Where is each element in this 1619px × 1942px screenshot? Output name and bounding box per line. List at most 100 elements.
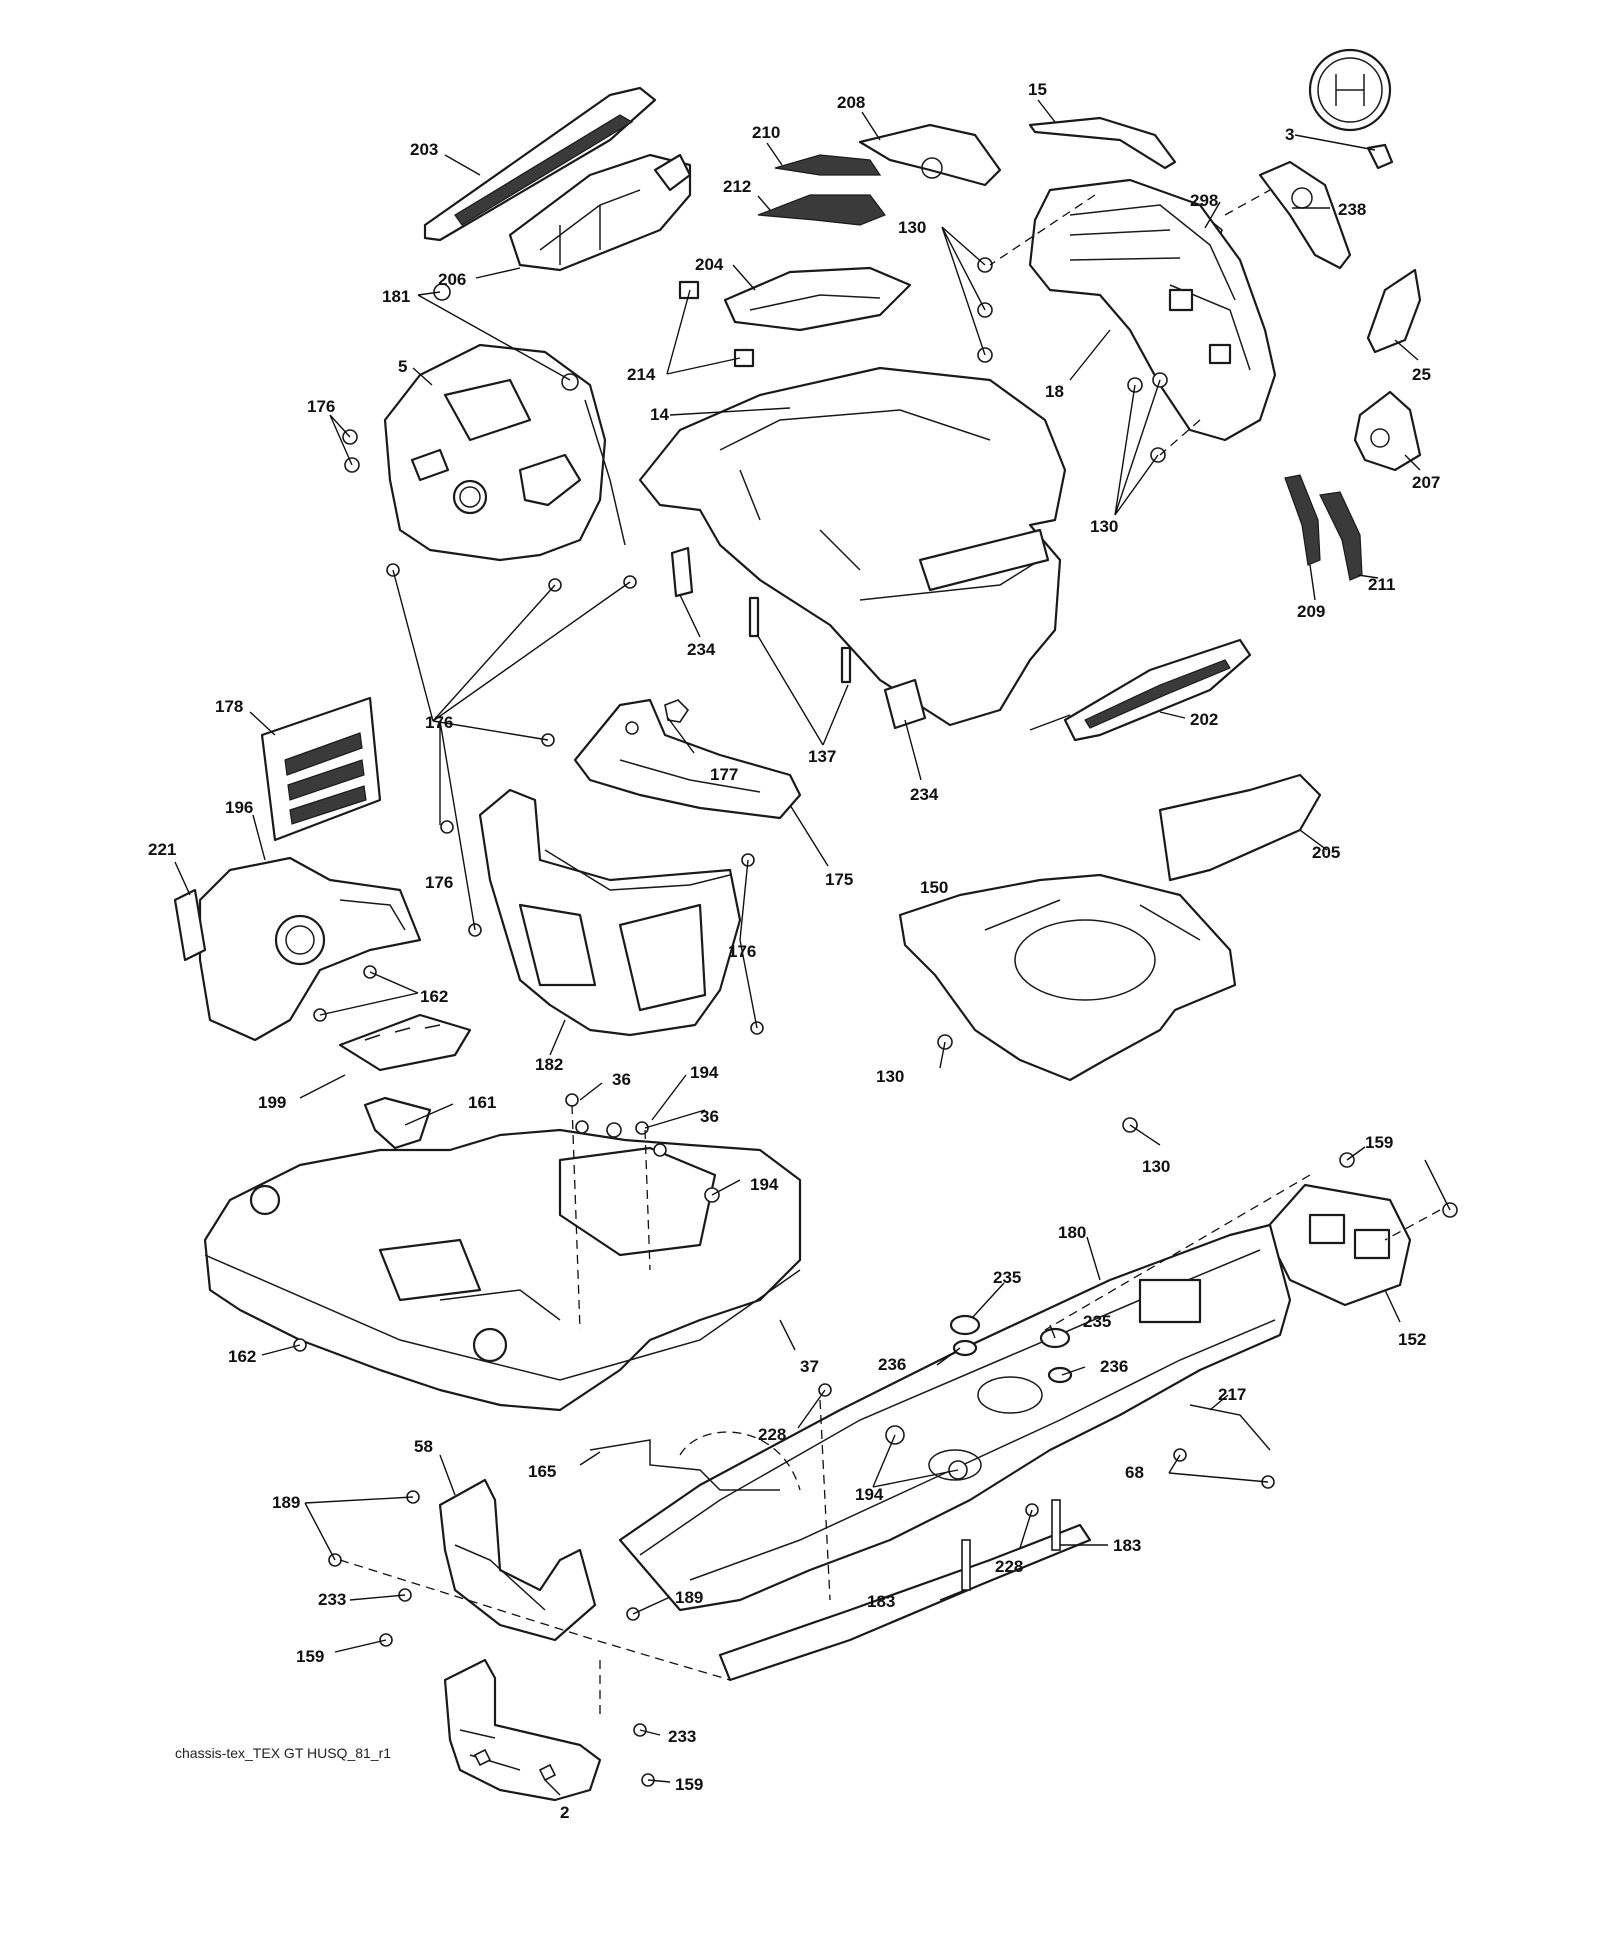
callout-238: 238 [1338, 200, 1366, 219]
callout-236-a: 236 [878, 1355, 906, 1374]
part-165-rod [589, 1439, 780, 1491]
callout-199: 199 [258, 1093, 286, 1112]
callout-130-a: 130 [898, 218, 926, 237]
part-208-headlight-housing [858, 123, 1002, 187]
callout-205: 205 [1312, 843, 1340, 862]
callout-228-a: 228 [758, 1425, 786, 1444]
part-204-hood-cover [723, 266, 912, 332]
callout-206: 206 [438, 270, 466, 289]
part-14-hood [638, 366, 1067, 727]
part-238-headlight-lens [1258, 160, 1352, 270]
callout-234-a: 234 [687, 640, 716, 659]
callout-130-c: 130 [876, 1067, 904, 1086]
callout-207: 207 [1412, 473, 1440, 492]
callout-150: 150 [920, 878, 948, 897]
callout-176-a: 176 [307, 397, 335, 416]
part-221-decal [173, 888, 207, 962]
callout-159-a: 159 [1365, 1133, 1393, 1152]
callout-182: 182 [535, 1055, 563, 1074]
callout-298: 298 [1190, 191, 1218, 210]
callout-178: 178 [215, 697, 243, 716]
callout-183-b: 183 [867, 1592, 895, 1611]
callout-210: 210 [752, 123, 780, 142]
callout-233-a: 233 [318, 1590, 346, 1609]
part-5-dash-panel [383, 343, 626, 562]
callout-194-b: 194 [750, 1175, 779, 1194]
part-212-lower-side-grille [757, 194, 886, 226]
callout-202: 202 [1190, 710, 1218, 729]
callout-196: 196 [225, 798, 253, 817]
callout-25: 25 [1412, 365, 1431, 384]
part-196-seat-pan [198, 856, 422, 1042]
callout-228-b: 228 [995, 1557, 1023, 1576]
part-211-side-grille-right [1319, 491, 1363, 581]
callout-217: 217 [1218, 1385, 1246, 1404]
callout-235-a: 235 [993, 1268, 1021, 1287]
callout-159-c: 159 [675, 1775, 703, 1794]
part-18-front-hood-nose [1028, 178, 1277, 442]
part-205-trim [1158, 773, 1322, 882]
callout-194-a: 194 [690, 1063, 719, 1082]
callout-130-d: 130 [1142, 1157, 1170, 1176]
diagram-caption: chassis-tex_TEX GT HUSQ_81_r1 [175, 1745, 391, 1761]
callout-211: 211 [1368, 575, 1395, 594]
part-178-grille-panel [260, 696, 382, 842]
callout-3: 3 [1285, 125, 1294, 144]
callout-161: 161 [468, 1093, 496, 1112]
callout-176-b: 176 [425, 713, 453, 732]
part-199-plate [338, 1013, 472, 1072]
part-214-clips [678, 280, 755, 368]
callout-2: 2 [560, 1803, 569, 1822]
part-207-side-light [1353, 390, 1422, 472]
callout-177: 177 [710, 765, 738, 784]
part-25-side-trim [1366, 268, 1422, 354]
leader-lines [174, 99, 1451, 1796]
assembly-lines [339, 189, 1441, 1720]
part-161-bracket [363, 1096, 432, 1150]
part-37-fender-deck [203, 1128, 802, 1412]
part-210-upper-side-grille [774, 154, 882, 176]
part-137-strips [748, 596, 852, 684]
callout-209: 209 [1297, 602, 1325, 621]
part-234-decal-lower [883, 678, 927, 730]
callout-36-a: 36 [612, 1070, 631, 1089]
part-2-hitch-plate [443, 1658, 602, 1802]
callout-152: 152 [1398, 1330, 1426, 1349]
part-15-trim-strip [1028, 116, 1177, 170]
part-203-front-grille-bar [423, 86, 657, 242]
callout-194-c: 194 [855, 1485, 884, 1504]
callout-180: 180 [1058, 1223, 1086, 1242]
callout-37: 37 [800, 1357, 819, 1376]
part-150-floor-pan [898, 873, 1237, 1082]
callout-214: 214 [627, 365, 656, 384]
callout-130-b: 130 [1090, 517, 1118, 536]
callout-14: 14 [650, 405, 669, 424]
callout-165: 165 [528, 1462, 556, 1481]
callout-233-b: 233 [668, 1727, 696, 1746]
callout-212: 212 [723, 177, 751, 196]
part-206-grille-bracket [508, 153, 692, 272]
callout-36-b: 36 [700, 1107, 719, 1126]
callout-18: 18 [1045, 382, 1064, 401]
part-175-steering-bracket [573, 698, 802, 820]
callout-189-a: 189 [272, 1493, 300, 1512]
callout-labels: 203 206 181 5 176 14 204 214 210 212 208… [148, 80, 1440, 1822]
part-217-rod [1189, 1404, 1271, 1451]
callout-68: 68 [1125, 1463, 1144, 1482]
callout-176-d: 176 [728, 942, 756, 961]
part-180-main-frame [618, 1223, 1292, 1612]
callout-159-b: 159 [296, 1647, 324, 1666]
callout-181: 181 [382, 287, 410, 306]
callout-15: 15 [1028, 80, 1047, 99]
callout-236-b: 236 [1100, 1357, 1128, 1376]
callout-234-b: 234 [910, 785, 939, 804]
callout-183-a: 183 [1113, 1536, 1141, 1555]
callout-203: 203 [410, 140, 438, 159]
callout-235-b: 235 [1083, 1312, 1111, 1331]
part-3-husqvarna-badge [1308, 48, 1394, 170]
part-152-rear-bracket [1263, 1183, 1412, 1307]
part-236-bushing [952, 1339, 1073, 1384]
part-209-side-grille-left [1284, 474, 1321, 566]
part-frame-lower-rail [718, 1523, 1092, 1682]
